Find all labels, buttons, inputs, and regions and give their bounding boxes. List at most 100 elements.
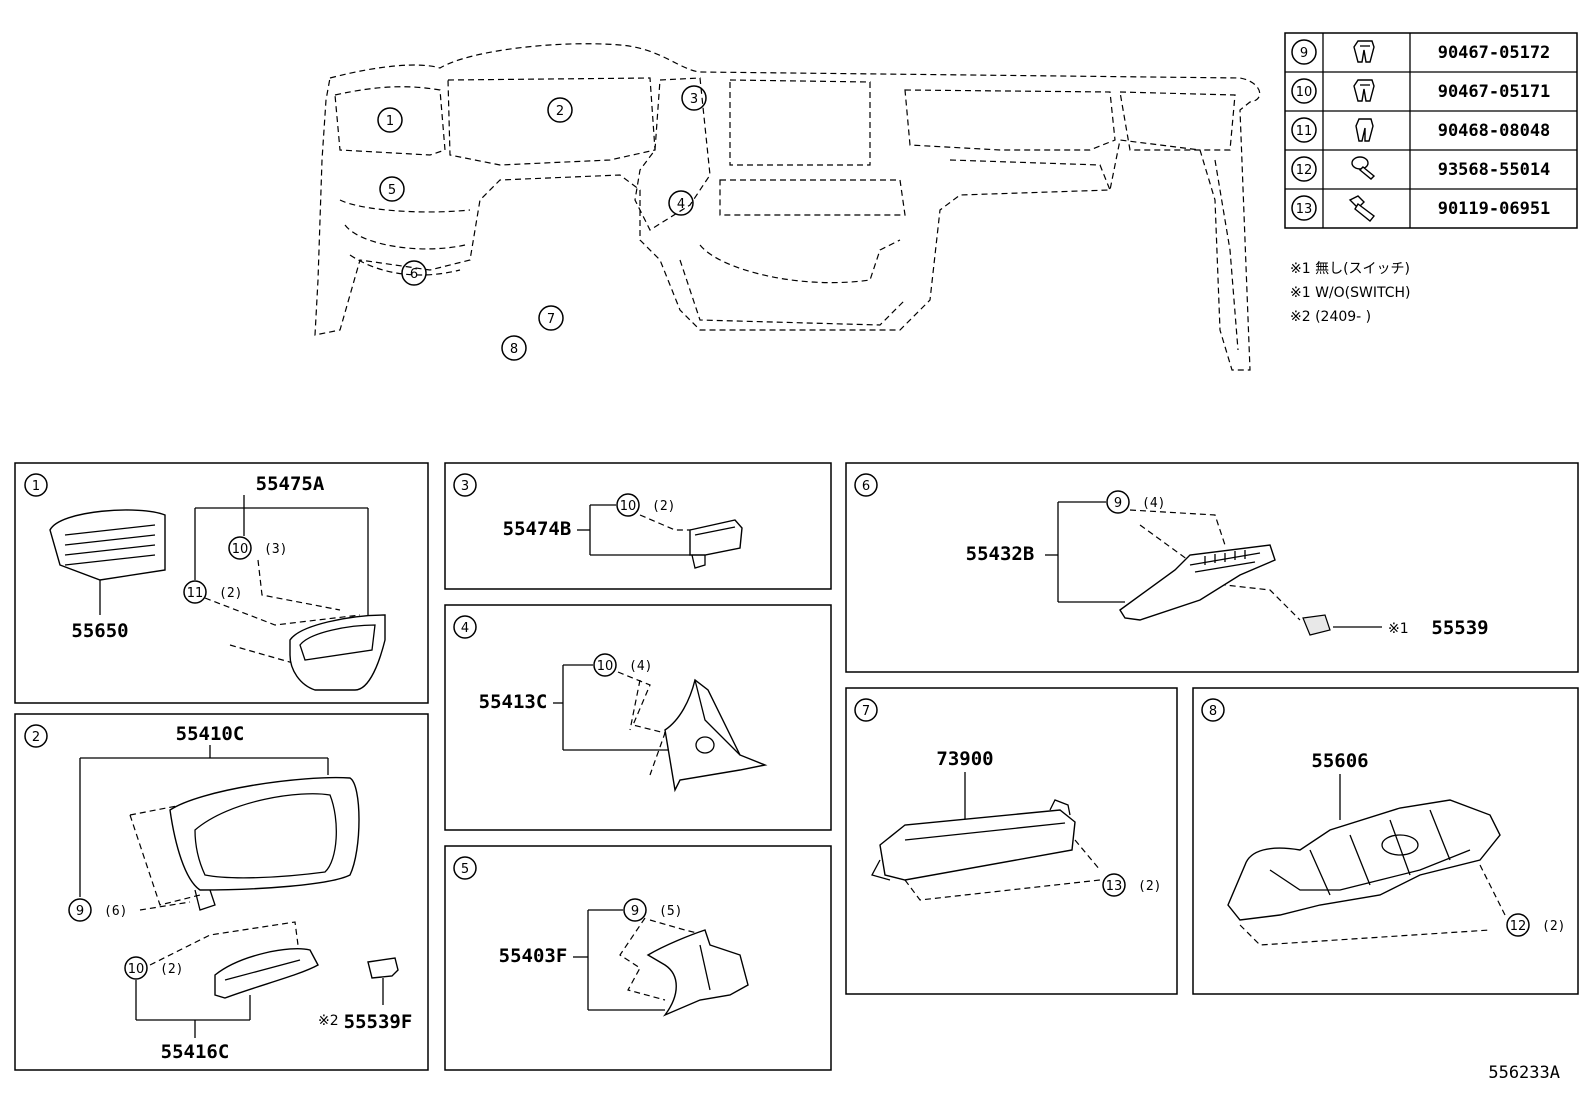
part-number-label: 55413C [479, 691, 548, 713]
svg-text:9: 9 [76, 904, 84, 919]
panel-3-part [689, 519, 743, 569]
overview-callout-2: 2 [547, 97, 573, 123]
fastener-callout: 9 (5) [623, 898, 682, 922]
svg-text:2: 2 [556, 104, 564, 119]
svg-text:(5): (5) [659, 904, 682, 919]
svg-text:10: 10 [232, 542, 249, 557]
note-mark: ※1 [1388, 621, 1409, 637]
panel-index: 2 [32, 730, 40, 745]
panel-1-bezel [289, 614, 386, 691]
clip-icon [1353, 79, 1375, 102]
panel-index: 3 [461, 479, 469, 494]
svg-text:13: 13 [1106, 879, 1123, 894]
svg-text:(2): (2) [652, 499, 675, 514]
svg-text:(2): (2) [1542, 919, 1565, 934]
panel-1-vent [49, 509, 166, 615]
part-number-label: 55475A [256, 473, 325, 495]
overview-callout-3: 3 [681, 85, 707, 111]
panel-5: 5 9 (5) 55403F [444, 845, 832, 1071]
table-row-part-number: 90467-05171 [1438, 82, 1551, 102]
panel-7: 7 73900 13 (2) [845, 687, 1178, 995]
switch-blank [1302, 614, 1382, 636]
fastener-callout: 9 (6) [68, 898, 127, 922]
fastener-callout: 10 (2) [616, 493, 675, 517]
overview-callout-7: 7 [538, 305, 564, 331]
airbag-module [871, 799, 1076, 881]
dashboard-overview: 1 2 3 4 5 6 7 8 [314, 43, 1261, 371]
panel-index: 1 [32, 479, 40, 494]
table-row-part-number: 90119-06951 [1438, 199, 1551, 219]
svg-text:6: 6 [410, 267, 418, 282]
svg-text:8: 8 [510, 342, 518, 357]
svg-text:(6): (6) [104, 904, 127, 919]
panel-index: 5 [461, 862, 469, 877]
part-number-label: 55410C [176, 723, 245, 745]
panel-index: 4 [461, 621, 469, 636]
table-row-index: 12 [1296, 163, 1313, 178]
table-row-index: 10 [1296, 85, 1313, 100]
table-row-index: 9 [1300, 46, 1308, 61]
switch-part [367, 957, 399, 1005]
panel-8: 8 55606 12 (2) [1192, 687, 1579, 995]
fastener-callout: 10 (2) [124, 956, 183, 980]
table-row: 9 90467-05172 [1291, 39, 1551, 65]
svg-text:7: 7 [547, 312, 555, 327]
part-number-label: 55539 [1431, 617, 1488, 639]
svg-text:(4): (4) [1142, 496, 1165, 511]
table-row: 12 93568-55014 [1291, 156, 1551, 182]
part-number-label: 55403F [499, 945, 568, 967]
diagram-id: 556233A [1488, 1063, 1560, 1083]
table-row-part-number: 93568-55014 [1438, 160, 1551, 180]
svg-text:10: 10 [620, 499, 637, 514]
fastener-callout: 13 (2) [1102, 873, 1161, 897]
panel-1: 1 55475A 55650 10 (3) 11 (2) [14, 462, 429, 704]
part-number-label: 55650 [71, 620, 128, 642]
note-jp: ※1 無し(スイッチ) [1290, 261, 1410, 277]
svg-text:10: 10 [597, 659, 614, 674]
panel-index: 6 [862, 479, 870, 494]
panel-2: 2 55410C 9 (6) 10 (2) 55416C [14, 713, 429, 1071]
note-date: ※2 (2409- ) [1290, 309, 1371, 325]
lower-cluster-panel [214, 948, 319, 999]
table-row: 13 90119-06951 [1291, 195, 1551, 222]
panel-3: 3 10 (2) 55474B [444, 462, 832, 590]
part-number-label: 55416C [161, 1041, 230, 1063]
svg-text:(2): (2) [160, 962, 183, 977]
overview-callout-8: 8 [501, 335, 527, 361]
panel-4: 4 10 (4) 55413C [444, 604, 832, 831]
table-row: 10 90467-05171 [1291, 78, 1551, 104]
overview-callout-5: 5 [379, 176, 405, 202]
clip-icon [1355, 118, 1374, 142]
svg-text:4: 4 [677, 197, 685, 212]
table-row-part-number: 90468-08048 [1438, 121, 1551, 141]
clip-icon [1353, 40, 1375, 63]
bolt-icon [1348, 195, 1375, 222]
fastener-table: 9 90467-05172 10 90467-05171 11 90468-08… [1284, 32, 1578, 229]
fastener-callout: 9 (4) [1106, 490, 1165, 514]
svg-text:5: 5 [388, 183, 396, 198]
part-number-label: 55474B [503, 518, 572, 540]
svg-text:12: 12 [1510, 919, 1527, 934]
svg-text:(3): (3) [264, 542, 287, 557]
table-row-part-number: 90467-05172 [1438, 43, 1551, 63]
overview-callout-4: 4 [668, 190, 694, 216]
svg-text:10: 10 [128, 962, 145, 977]
panel-index: 8 [1209, 704, 1217, 719]
svg-text:(4): (4) [629, 659, 652, 674]
panel-index: 7 [862, 704, 870, 719]
fastener-callout: 10 (3) [228, 536, 287, 560]
svg-text:9: 9 [1114, 496, 1122, 511]
svg-text:1: 1 [386, 114, 394, 129]
panel-4-part [664, 678, 768, 793]
notes: ※1 無し(スイッチ) ※1 W/O(SWITCH) ※2 (2409- ) [1290, 261, 1410, 325]
svg-text:3: 3 [690, 92, 698, 107]
instrument-cluster-bezel [169, 776, 360, 911]
panel-5-part [646, 929, 749, 1017]
panel-6: 6 9 (4) 55432B ※1 55539 [845, 462, 1579, 673]
fastener-callout: 10 (4) [593, 653, 652, 677]
svg-text:(2): (2) [219, 586, 242, 601]
svg-text:9: 9 [631, 904, 639, 919]
overview-callout-6: 6 [401, 260, 427, 286]
screw-icon [1351, 156, 1376, 180]
